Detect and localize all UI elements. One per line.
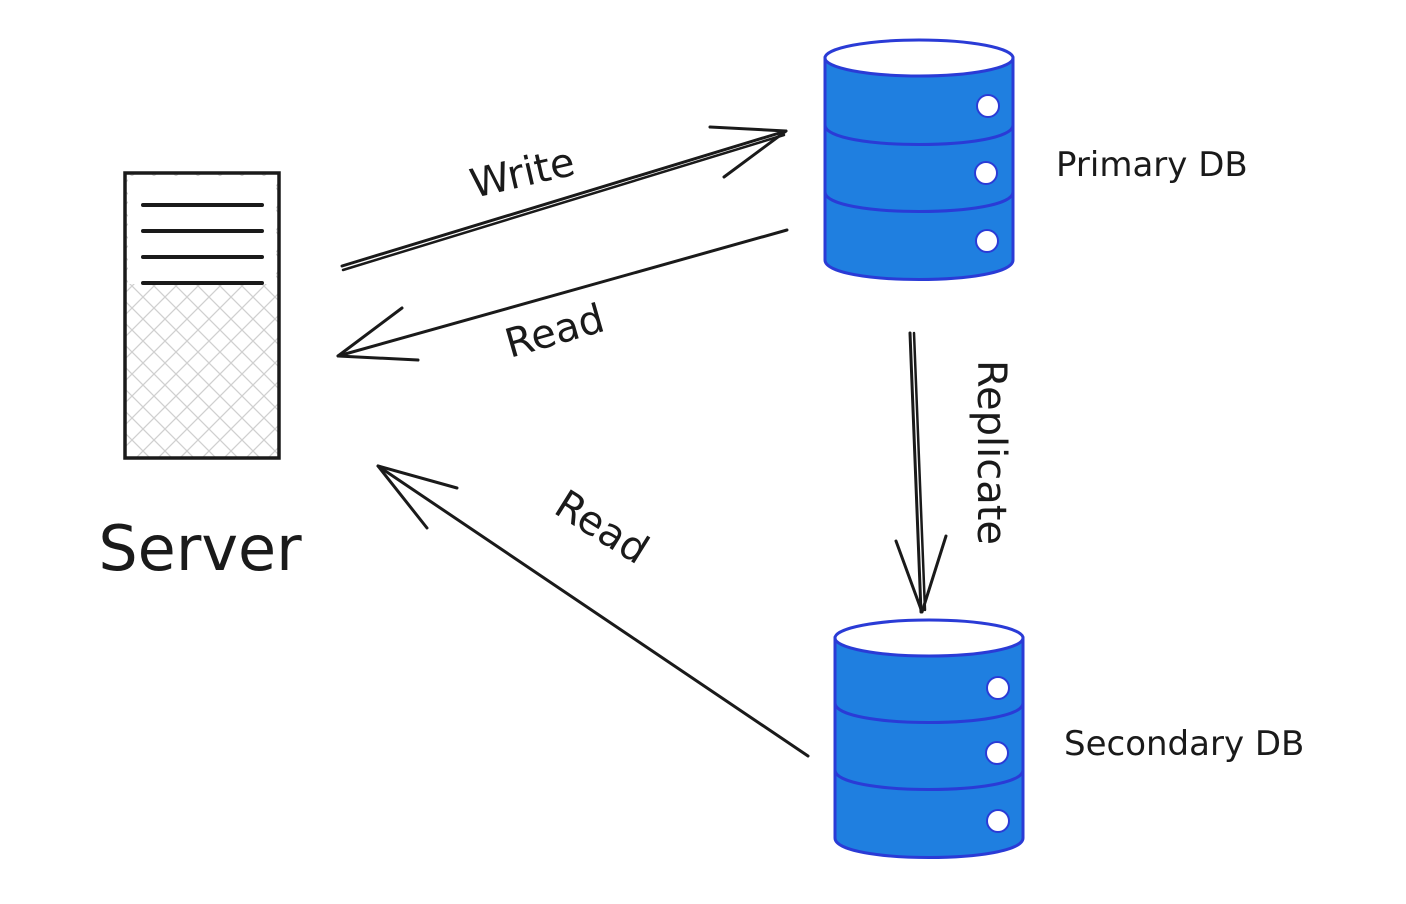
- primary-db-icon: [823, 38, 1015, 281]
- write-arrow: [340, 125, 788, 272]
- replicate-label: Replicate: [968, 360, 1014, 545]
- secondary-db-label: Secondary DB: [1064, 724, 1304, 764]
- write-label: Write: [466, 139, 579, 208]
- read-primary-arrow: [336, 228, 789, 362]
- secondary-db-icon: [833, 618, 1025, 859]
- read-secondary-label: Read: [547, 481, 657, 573]
- read-secondary-arrow: [376, 464, 810, 758]
- primary-db-label: Primary DB: [1056, 145, 1248, 185]
- server-label: Server: [98, 512, 302, 585]
- server-icon: [123, 171, 281, 460]
- replicate-arrow: [894, 331, 948, 614]
